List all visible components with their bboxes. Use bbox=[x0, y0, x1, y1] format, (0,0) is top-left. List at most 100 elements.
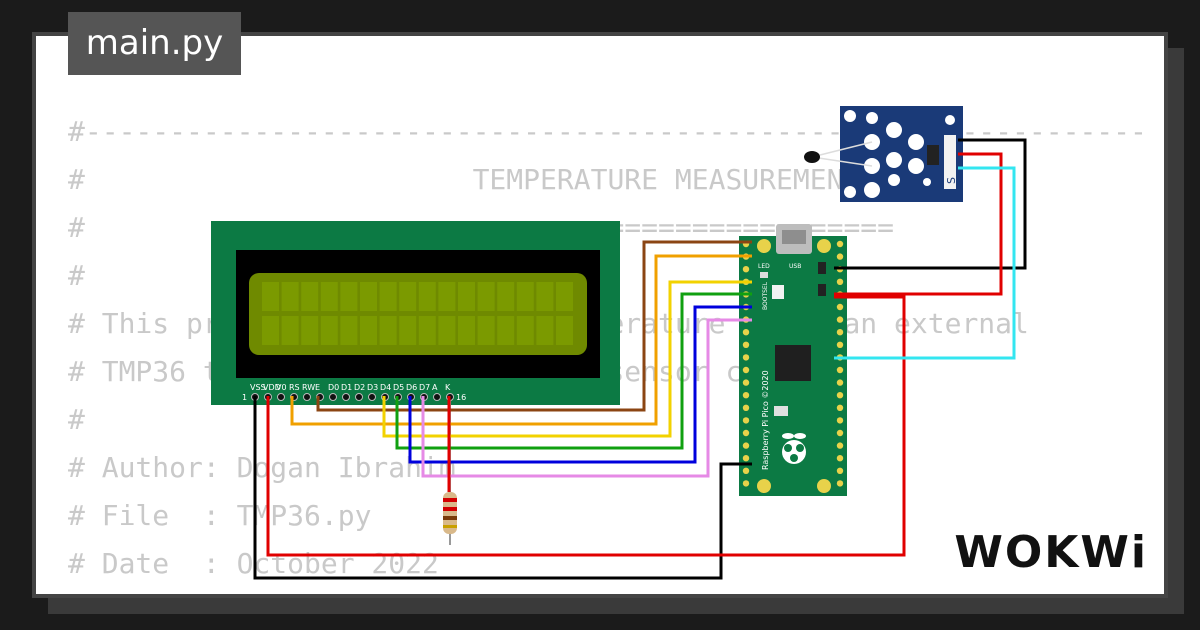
pico-pin[interactable] bbox=[742, 379, 750, 386]
lcd-pin-label: K bbox=[445, 383, 451, 392]
code-line: # bbox=[68, 259, 85, 292]
wire-cyan-sensor[interactable] bbox=[834, 166, 1016, 360]
lcd-pin-label: VDD bbox=[263, 383, 281, 392]
pico-pin[interactable] bbox=[836, 404, 844, 411]
lcd-pin-label: E bbox=[315, 383, 320, 392]
lcd-pin[interactable] bbox=[303, 393, 311, 401]
code-line: #---------------------------------------… bbox=[68, 115, 1147, 148]
pico-pin[interactable] bbox=[742, 417, 750, 424]
pico-pin[interactable] bbox=[836, 341, 844, 348]
wire-red-sensor[interactable] bbox=[834, 152, 1003, 296]
wire-black-sensor[interactable] bbox=[834, 138, 1027, 270]
lcd-pin-first: 1 bbox=[242, 393, 247, 402]
lcd-pin[interactable] bbox=[355, 393, 363, 401]
flash-chip bbox=[774, 406, 788, 416]
pico-pin[interactable] bbox=[836, 303, 844, 311]
raspberry-logo-icon bbox=[782, 433, 806, 464]
file-tab[interactable]: main.py bbox=[68, 12, 241, 75]
lcd-pin-label: A bbox=[432, 383, 438, 392]
pico-pin[interactable] bbox=[836, 480, 844, 487]
pico-pin[interactable] bbox=[742, 429, 750, 437]
wire-orange[interactable] bbox=[290, 254, 752, 426]
resistor-smd bbox=[927, 145, 939, 165]
wire-brown[interactable] bbox=[316, 240, 752, 412]
wire-black-gnd[interactable] bbox=[253, 396, 752, 580]
temperature-sensor-module[interactable]: S bbox=[804, 106, 963, 202]
lcd-cell bbox=[418, 316, 436, 345]
mount-hole bbox=[908, 134, 924, 150]
lcd-pin-label: D1 bbox=[341, 383, 352, 392]
lcd-cell bbox=[281, 316, 299, 345]
lcd-pin[interactable] bbox=[433, 393, 441, 401]
lcd-pin[interactable] bbox=[342, 393, 350, 401]
lcd-pin[interactable] bbox=[329, 393, 337, 401]
lcd-cell bbox=[458, 316, 475, 345]
mount-hole bbox=[945, 115, 955, 125]
pico-pin[interactable] bbox=[742, 329, 750, 336]
thermistor-lead bbox=[811, 156, 873, 167]
pico-pin[interactable] bbox=[836, 240, 844, 248]
lcd-cell bbox=[458, 282, 475, 311]
pico-pin[interactable] bbox=[742, 392, 750, 399]
pico-pin[interactable] bbox=[742, 442, 750, 449]
wire-red-vcc[interactable] bbox=[266, 295, 906, 557]
pico-pin[interactable] bbox=[836, 379, 844, 386]
lcd-cell bbox=[438, 316, 456, 345]
lcd-cell bbox=[379, 316, 397, 345]
wokwi-logo: WOKWi bbox=[954, 527, 1148, 578]
pico-pin[interactable] bbox=[836, 429, 844, 437]
pico-pin[interactable] bbox=[742, 354, 750, 361]
lcd-cell bbox=[516, 316, 534, 345]
wire-violet[interactable] bbox=[421, 318, 752, 478]
lcd-cell bbox=[360, 316, 377, 345]
pico-pin[interactable] bbox=[836, 455, 844, 462]
mount-hole bbox=[886, 152, 902, 168]
pico-pin[interactable] bbox=[742, 366, 750, 374]
wire-yellow[interactable] bbox=[382, 280, 752, 438]
lcd-cell bbox=[320, 316, 338, 345]
pico-pin[interactable] bbox=[742, 480, 750, 487]
pico-pin[interactable] bbox=[742, 341, 750, 348]
lcd-cell bbox=[360, 282, 377, 311]
code-line: # Author: Dogan Ibrahim bbox=[68, 451, 456, 484]
lcd-cell bbox=[516, 282, 534, 311]
thermistor-bead bbox=[804, 151, 820, 163]
lcd-pin-label: D4 bbox=[380, 383, 391, 392]
pico-pin[interactable] bbox=[836, 329, 844, 336]
pico-pin[interactable] bbox=[742, 455, 750, 462]
lcd-cell bbox=[556, 282, 573, 311]
mount-hole bbox=[817, 239, 831, 253]
pico-pin[interactable] bbox=[836, 366, 844, 374]
pico-pin[interactable] bbox=[836, 392, 844, 399]
lcd-pin-label: D7 bbox=[419, 383, 430, 392]
lcd-cell bbox=[477, 282, 495, 311]
wire-green[interactable] bbox=[395, 292, 752, 450]
raspberry-pi-pico[interactable]: USB LED BOOTSEL Raspberry Pi Pico ©2020 bbox=[739, 224, 847, 496]
lcd-cell bbox=[340, 316, 358, 345]
pico-pin[interactable] bbox=[836, 467, 844, 474]
mount-hole bbox=[908, 158, 924, 174]
mount-hole bbox=[844, 186, 856, 198]
pico-pin[interactable] bbox=[836, 278, 844, 285]
wires bbox=[253, 138, 1027, 580]
lcd-cell bbox=[262, 316, 279, 345]
pico-pin[interactable] bbox=[742, 467, 750, 474]
lcd-cell bbox=[399, 316, 417, 345]
wire-blue[interactable] bbox=[408, 305, 752, 464]
pico-pin[interactable] bbox=[742, 404, 750, 411]
lcd-pin[interactable] bbox=[368, 393, 376, 401]
pico-pin[interactable] bbox=[742, 266, 750, 273]
lcd-pin-label: D2 bbox=[354, 383, 365, 392]
lcd-pin[interactable] bbox=[277, 393, 285, 401]
lcd-cell bbox=[556, 316, 573, 345]
sensor-signal-label: S bbox=[945, 177, 958, 184]
pico-pin[interactable] bbox=[836, 253, 844, 260]
pico-pin[interactable] bbox=[836, 442, 844, 449]
lcd-cell bbox=[301, 316, 319, 345]
pico-pin[interactable] bbox=[836, 417, 844, 424]
bootsel-button[interactable] bbox=[772, 285, 784, 299]
pico-pin[interactable] bbox=[836, 316, 844, 323]
mount-hole bbox=[844, 110, 856, 122]
